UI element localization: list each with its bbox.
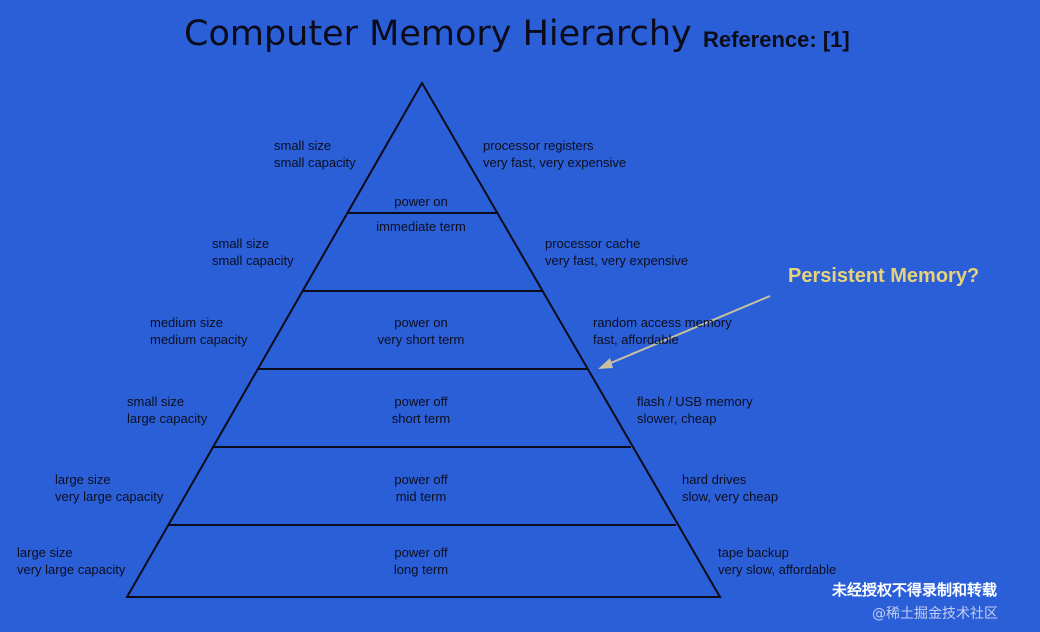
watermark-notice: 未经授权不得录制和转载 — [832, 581, 998, 599]
pyramid-outline — [125, 80, 722, 598]
reference-label: Reference: [1] — [703, 27, 850, 52]
callout-arrow-head — [598, 358, 613, 369]
diagram-title: Computer Memory Hierarchy — [184, 14, 692, 54]
persistent-memory-callout: Persistent Memory? — [788, 265, 980, 287]
watermark-source: @稀土掘金技术社区 — [872, 606, 998, 622]
callout-arrow-line — [605, 295, 771, 366]
